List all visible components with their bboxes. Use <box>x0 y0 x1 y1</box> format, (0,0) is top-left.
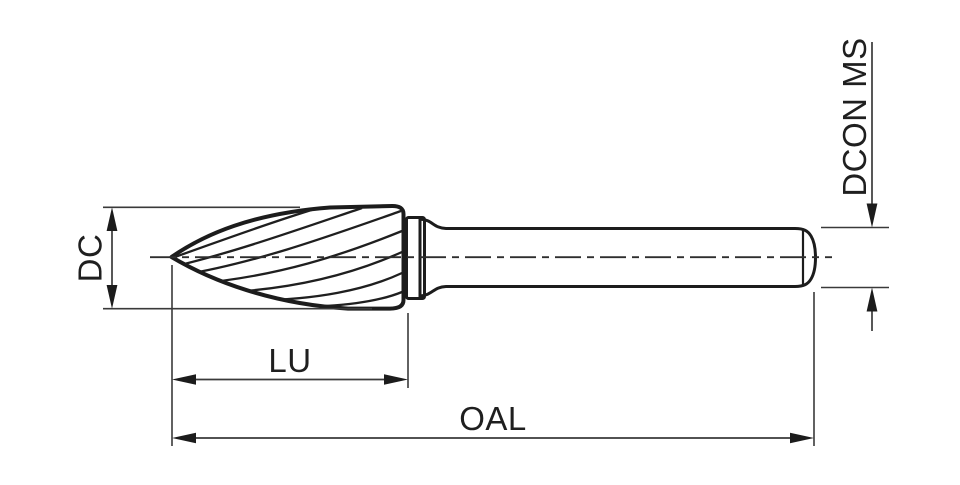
dcon-arrow-down-icon <box>866 203 878 228</box>
dc-arrow-down-icon <box>106 285 118 309</box>
lu-arrow-right-icon <box>384 374 408 385</box>
dcon-ms-dimension: DCON MS <box>821 37 889 331</box>
lu-arrow-left-icon <box>172 374 196 385</box>
dcon-arrow-up-icon <box>866 287 878 312</box>
dcon-ms-dimension-label: DCON MS <box>836 37 873 196</box>
lu-dimension-label: LU <box>268 342 311 379</box>
dc-arrow-up-icon <box>106 207 118 231</box>
oal-dimension-label: OAL <box>459 400 527 437</box>
dc-dimension-label: DC <box>72 234 109 283</box>
lu-dimension: LU <box>171 265 409 446</box>
oal-dimension: OAL <box>172 292 815 446</box>
oal-arrow-left-icon <box>172 432 196 444</box>
dc-dimension: DC <box>72 206 372 310</box>
burr-head <box>169 203 406 311</box>
burr-tool <box>150 203 832 311</box>
oal-arrow-right-icon <box>790 432 814 444</box>
